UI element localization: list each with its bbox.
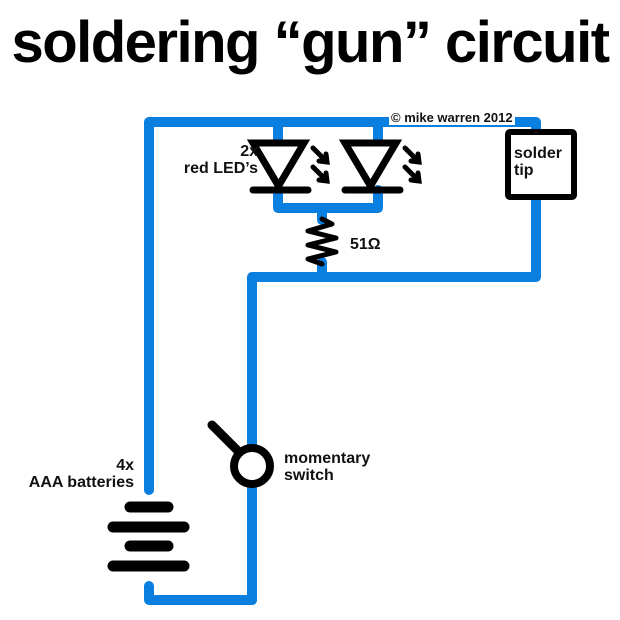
solder-tip-line1: solder	[514, 145, 563, 162]
led-2-light-arrows-icon	[402, 145, 422, 184]
wire-resistor-to-tip	[247, 193, 541, 605]
led-2-triangle	[338, 139, 403, 193]
credit-label: © mike warren 2012	[389, 110, 515, 125]
solder-tip-line2: tip	[514, 162, 534, 179]
momentary-switch	[207, 420, 274, 488]
switch-line2: switch	[284, 467, 334, 484]
switch-label: momentary switch	[284, 450, 370, 484]
battery-name-label: AAA batteries	[28, 474, 134, 491]
switch-line1: momentary	[284, 450, 371, 467]
led-2	[338, 139, 422, 194]
solder-tip-label: solder tip	[514, 145, 562, 179]
led-label: 2x red LED’s	[150, 143, 258, 177]
solder-tip-box	[505, 129, 577, 200]
resistor-value-label: 51Ω	[350, 236, 381, 253]
wire-bottom	[144, 581, 257, 605]
battery-label: 4x AAA batteries	[0, 457, 134, 491]
led-1-triangle	[246, 139, 311, 193]
switch-contact-circle	[230, 444, 274, 488]
battery-count-label: 4x	[116, 457, 134, 474]
diagram-title: soldering “gun” circuit	[11, 10, 610, 75]
wires	[144, 117, 541, 605]
led-1-light-arrows-icon	[310, 145, 330, 184]
led-count-label: 2x	[240, 143, 258, 160]
led-1	[246, 139, 330, 194]
battery-symbol	[107, 501, 190, 572]
led-name-label: red LED’s	[183, 160, 258, 177]
switch-lever	[207, 420, 245, 458]
wire-led-branch	[273, 117, 383, 225]
resistor-zigzag	[305, 216, 339, 267]
wire-top-loop	[144, 117, 541, 495]
